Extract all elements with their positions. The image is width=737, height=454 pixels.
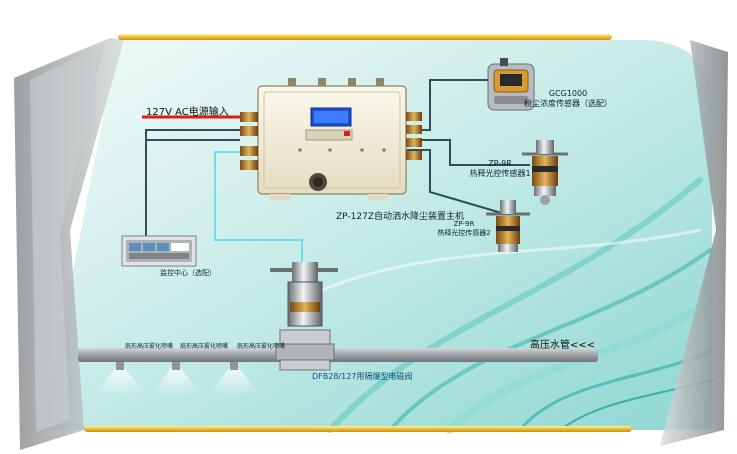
dust-sensor-icon	[487, 58, 535, 111]
nozzle-label: 扇形高压雾化喷嘴	[125, 343, 174, 350]
nozzle-icon	[96, 362, 258, 397]
sensor2-model: ZP-9R	[453, 220, 475, 228]
power-input-label: 127V AC电源输入	[146, 107, 229, 118]
water-pipe	[78, 348, 598, 362]
sensor1-label: ZP-9R 热释光控传感器1	[469, 159, 530, 179]
main-unit-label: ZP-127Z自动洒水降尘装置主机	[336, 212, 464, 222]
dust-sensor-name: 粉尘浓度传感器（选配）	[524, 99, 612, 108]
pyro-sensor-icon-2	[486, 200, 530, 252]
sensor1-name: 热释光控传感器1	[469, 169, 531, 178]
monitor-panel-icon	[121, 235, 197, 267]
valve-label: DFB28/127用隔爆型电磁阀	[312, 372, 413, 381]
bottom-gold-bar	[84, 426, 632, 432]
monitor-center-label: 监控中心（选配）	[160, 269, 216, 277]
nozzle-label: 扇形高压雾化喷嘴	[180, 343, 229, 350]
aux-wiring	[214, 151, 303, 262]
nozzle-label: 扇形高压雾化喷嘴	[237, 343, 286, 350]
sensor1-model: ZP-9R	[488, 159, 512, 168]
pyro-sensor-icon	[522, 140, 568, 205]
sensor2-label: ZP-9R 热释光控传感器2	[437, 220, 490, 238]
sensor2-name: 热释光控传感器2	[437, 229, 491, 237]
right-frame	[660, 40, 728, 446]
top-gold-bar	[118, 34, 612, 40]
dust-sensor-label: GCG1000 粉尘浓度传感器（选配）	[524, 89, 612, 109]
main-unit-box	[240, 78, 422, 200]
dust-sensor-model: GCG1000	[548, 89, 588, 98]
solenoid-valve-icon	[270, 262, 338, 371]
signal-wiring	[145, 79, 530, 241]
high-pressure-pipe-label: 高压水管<<<	[530, 340, 596, 351]
